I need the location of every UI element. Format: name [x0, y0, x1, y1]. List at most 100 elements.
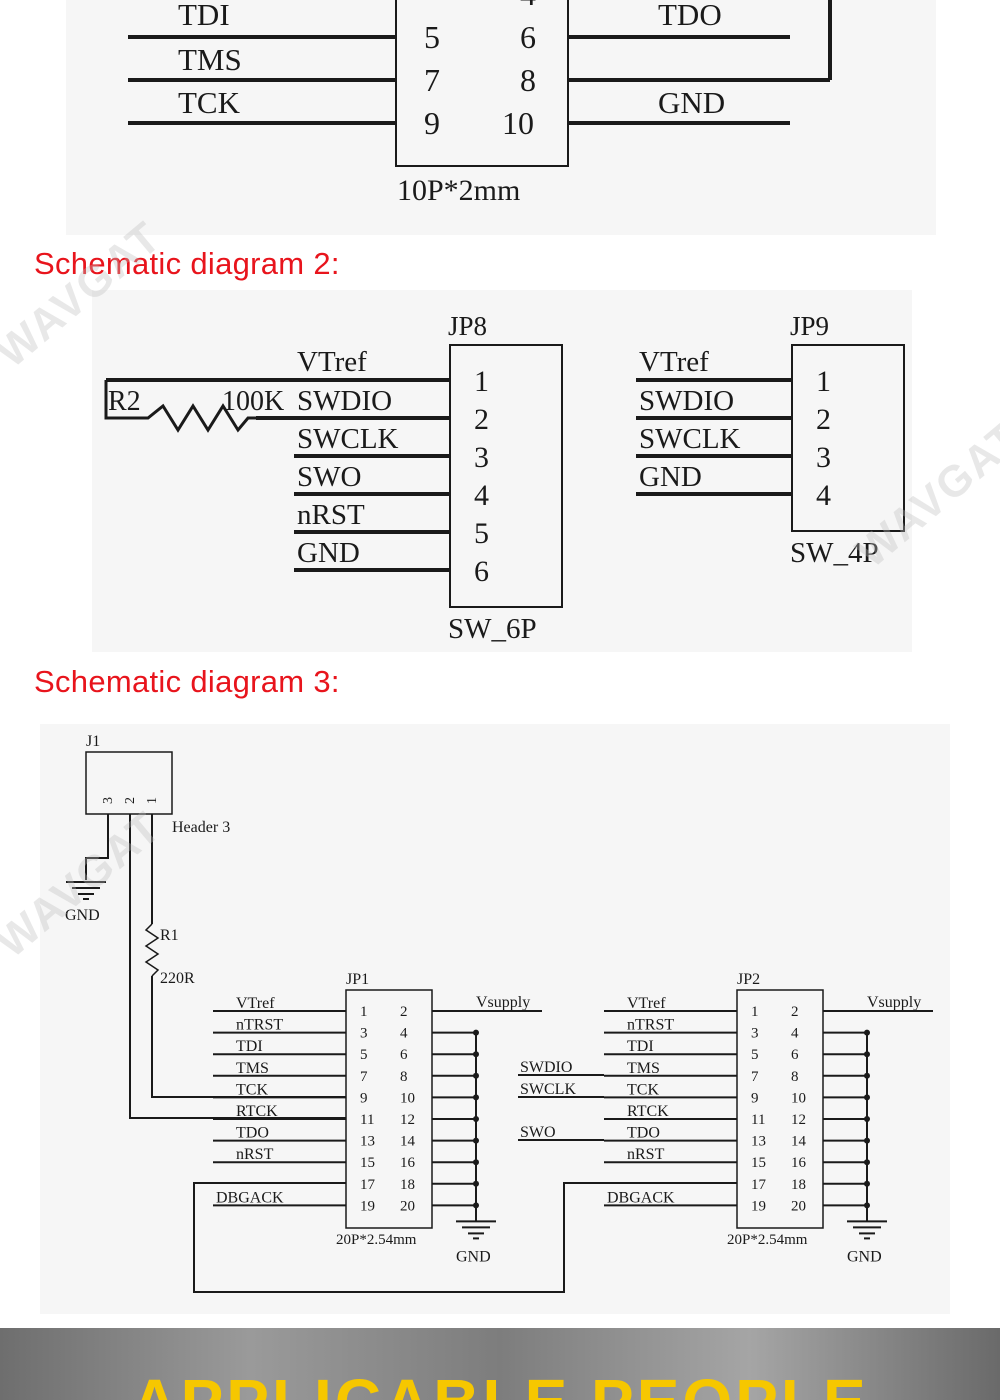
j1-gnd-label: GND [65, 907, 100, 924]
jp1-pin-odd: 15 [360, 1155, 375, 1171]
jp2-pin-even: 12 [791, 1112, 806, 1128]
jp2-pin-odd: 19 [751, 1198, 766, 1214]
j1-pin-3: 3 [101, 797, 116, 804]
jp9-label-swdio: SWDIO [639, 385, 734, 417]
jp1-pin-even: 2 [400, 1004, 408, 1020]
jp1-junction-dot [473, 1116, 479, 1122]
jp1-pin-even: 4 [400, 1026, 408, 1042]
jp1-junction-dot [473, 1202, 479, 1209]
jp1-pin-even: 14 [400, 1134, 416, 1150]
jp2-signal-label: VTref [627, 995, 666, 1012]
jp2-gnd-symbol [847, 1220, 887, 1240]
jp2-gnd-label: GND [847, 1248, 882, 1265]
diagram2-panel [92, 290, 912, 652]
jp2-pin-even: 2 [791, 1004, 799, 1020]
r2-resistor-symbol [104, 380, 256, 433]
jp2-pin-even: 8 [791, 1069, 799, 1085]
jp2-junction-dot [864, 1116, 870, 1122]
pin-9: 9 [424, 105, 440, 141]
j1-pin-1: 1 [145, 797, 160, 804]
jp1-junction-dot [473, 1072, 479, 1079]
jp1-pin-even: 6 [400, 1047, 408, 1063]
jp2-junction-dot [864, 1029, 870, 1036]
jp1-signal-label: TCK [236, 1081, 268, 1098]
jp8-pin-6: 6 [474, 555, 489, 588]
jp1-junction-dot [473, 1137, 479, 1144]
label-tdi: TDI [178, 0, 230, 32]
jp2-pin-odd: 9 [751, 1090, 759, 1106]
jp2-junction-dot [864, 1072, 870, 1079]
jp1-signal-label: RTCK [236, 1103, 278, 1120]
jp1-junction-dot [473, 1051, 479, 1058]
r1-value: 220R [160, 970, 195, 987]
jp8-pin-1: 1 [474, 365, 489, 398]
jp1-pin-even: 8 [400, 1069, 408, 1085]
applicable-people-banner: APPLICABLE PEOPLE [0, 1328, 1000, 1400]
jp2-pin-odd: 7 [751, 1069, 759, 1085]
jp8-pin-3: 3 [474, 441, 489, 474]
jp2-signal-label: TDO [627, 1125, 660, 1142]
jp1-junction-dot [473, 1159, 479, 1166]
jp2-signal-label: RTCK [627, 1103, 669, 1120]
jp2-signal-label: nTRST [627, 1017, 674, 1034]
label-gnd: GND [658, 85, 725, 120]
pin-6: 6 [520, 19, 536, 55]
jp2-pin-even: 18 [791, 1177, 806, 1193]
r2-value: 100K [222, 386, 284, 417]
jp8-pin-5: 5 [474, 517, 489, 550]
j1-type: Header 3 [172, 819, 230, 836]
label-tms: TMS [178, 42, 242, 77]
jp1-signal-label: TMS [236, 1060, 269, 1077]
jp1-gnd-label: GND [456, 1248, 491, 1265]
jp2-pin-odd: 3 [751, 1026, 759, 1042]
jp1-gnd-symbol [456, 1220, 496, 1240]
jp9-connector-body [791, 344, 905, 532]
jp1-body [345, 989, 433, 1229]
jp1-signal-label: TDI [236, 1038, 263, 1055]
jp8-label-swdio: SWDIO [297, 385, 392, 417]
jp2-signal-label: DBGACK [607, 1189, 675, 1206]
jp2-signal-label: nRST [627, 1146, 665, 1163]
jp1-pin-odd: 13 [360, 1134, 375, 1150]
jp8-connector-body [449, 344, 563, 608]
pin-10: 10 [502, 105, 534, 141]
jp2-pin-even: 14 [791, 1134, 807, 1150]
jp1-pin-odd: 7 [360, 1069, 368, 1085]
jp2-junction-dot [864, 1180, 870, 1187]
jp1-signal-label: TDO [236, 1125, 269, 1142]
jp1-footprint: 20P*2.54mm [336, 1232, 417, 1248]
jp1-pin-even: 20 [400, 1198, 415, 1214]
jp8-label-nrst: nRST [297, 499, 365, 531]
jp2-pin-odd: 13 [751, 1134, 766, 1150]
jp2-junction-dot [864, 1202, 870, 1209]
jp2-pin-odd: 17 [751, 1177, 767, 1193]
jp2-swd-label-swdio: SWDIO [520, 1059, 572, 1076]
jp1-signal-label: nRST [236, 1146, 274, 1163]
jp2-pin-even: 6 [791, 1047, 799, 1063]
jp1-pin-odd: 11 [360, 1112, 374, 1128]
diagram2-schematic: JP8 SW_6P R2 100K VTref SWDIO SWCLK SWO … [104, 311, 905, 645]
diagram1-panel [66, 0, 936, 235]
diagram3-panel [40, 724, 950, 1314]
jp1-junction-dot [473, 1029, 479, 1036]
jp2-signal-label: TMS [627, 1060, 660, 1077]
jp9-pin-3: 3 [816, 441, 831, 474]
jp1-pin-even: 18 [400, 1177, 415, 1193]
jp1-ref: JP1 [346, 971, 369, 988]
jp9-ref: JP9 [790, 311, 829, 341]
jp1-pin-odd: 1 [360, 1004, 368, 1020]
jp2-signal-label: TDI [627, 1038, 654, 1055]
jp2-vsupply-label: Vsupply [867, 994, 921, 1011]
jp2-pin-odd: 11 [751, 1112, 765, 1128]
jp9-label-gnd: GND [639, 461, 702, 493]
jp8-pin-2: 2 [474, 403, 489, 436]
banner-title: APPLICABLE PEOPLE [0, 1370, 1000, 1400]
diagram1-schematic: TDI TMS TCK TDO GND 5 7 9 4 6 8 10 10P*2… [128, 0, 832, 207]
jp8-pin-4: 4 [474, 479, 489, 512]
jp9-pin-4: 4 [816, 479, 831, 512]
jp2-pin-odd: 5 [751, 1047, 759, 1063]
jp8-label-gnd: GND [297, 537, 360, 569]
j1-pin-2: 2 [123, 797, 138, 804]
jp1-pin-even: 10 [400, 1090, 415, 1106]
